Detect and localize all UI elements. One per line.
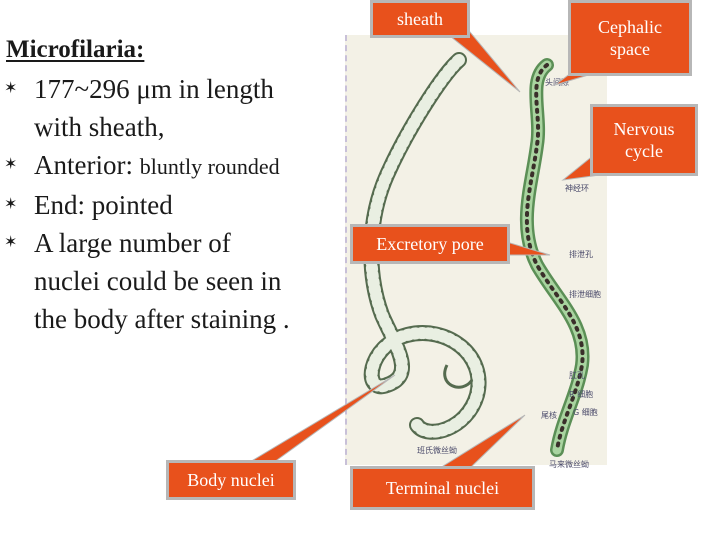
callout-cephalic-line2: space <box>610 39 650 59</box>
bullet-nuclei: ✶ A large number of nuclei could be seen… <box>4 224 349 338</box>
label-r-cell-cn: R 细胞 <box>569 390 594 399</box>
callout-terminal-nuclei: Terminal nuclei <box>350 466 535 510</box>
bullet-list: ✶ 177~296 μm in length with sheath, ✶ An… <box>4 70 349 338</box>
callout-nervous-line2: cycle <box>625 141 663 161</box>
microfilaria-illustration <box>363 52 590 457</box>
callout-sheath-text: sheath <box>397 9 443 29</box>
label-bancrofti-cn: 班氏微丝蚴 <box>417 446 457 455</box>
bullet-length: ✶ 177~296 μm in length with sheath, <box>4 70 349 146</box>
label-tail-nuclei-cn: 尾核 <box>541 411 557 420</box>
callout-excretory-text: Excretory pore <box>376 234 484 254</box>
bullet-length-text: 177~296 μm in length <box>34 74 274 104</box>
callout-cephalic-space: Cephalic space <box>568 0 692 76</box>
microfilaria-figure: 头间隙 神经环 排泄孔 排泄细胞 肛孔 R 细胞 G 细胞 尾核 班氏微丝蚴 马… <box>345 35 607 469</box>
label-malayi-cn: 马来微丝蚴 <box>549 460 589 469</box>
terminal-nuclei-pointer <box>438 414 526 469</box>
label-g-cell-cn: G 细胞 <box>573 408 598 417</box>
bullet-anterior-small: bluntly rounded <box>139 154 280 179</box>
star-bullet-icon: ✶ <box>4 234 18 251</box>
slide-heading: Microfilaria: <box>6 36 145 63</box>
bullet-anterior-text: Anterior: <box>34 150 140 180</box>
bullet-nuclei-cont: nuclei could be seen in <box>34 266 282 296</box>
label-cephalic-cn: 头间隙 <box>545 78 569 87</box>
callout-cephalic-line1: Cephalic <box>598 17 662 37</box>
bullet-end: ✶ End: pointed <box>4 186 349 224</box>
body-nuclei-pointer <box>243 374 396 466</box>
callout-sheath: sheath <box>370 0 470 38</box>
worm-right-inner <box>522 60 588 455</box>
callout-excretory-pore: Excretory pore <box>350 224 510 264</box>
bullet-nuclei-cont2: the body after staining . <box>34 304 290 334</box>
star-bullet-icon: ✶ <box>4 80 18 97</box>
star-bullet-icon: ✶ <box>4 156 18 173</box>
callout-terminal-nuclei-text: Terminal nuclei <box>385 478 500 498</box>
bullet-anterior: ✶ Anterior: bluntly rounded <box>4 146 349 186</box>
bullet-end-text: End: pointed <box>34 190 173 220</box>
label-excretory-cell-cn: 排泄细胞 <box>569 290 601 299</box>
callout-body-nuclei-text: Body nuclei <box>187 470 275 490</box>
bullet-length-cont: with sheath, <box>34 112 165 142</box>
sheath-pointer <box>443 31 521 93</box>
callout-nervous-line1: Nervous <box>613 119 675 139</box>
callout-nervous-cycle: Nervous cycle <box>590 104 698 176</box>
label-anus-cn: 肛孔 <box>569 371 585 380</box>
label-excretory-pore-cn: 排泄孔 <box>569 250 593 259</box>
worm-left-inner <box>365 54 485 438</box>
bullet-nuclei-text: A large number of <box>34 228 231 258</box>
label-nervous-cn: 神经环 <box>565 184 589 193</box>
star-bullet-icon: ✶ <box>4 196 18 213</box>
callout-body-nuclei: Body nuclei <box>166 460 296 500</box>
worm-tail-curl <box>443 364 474 389</box>
